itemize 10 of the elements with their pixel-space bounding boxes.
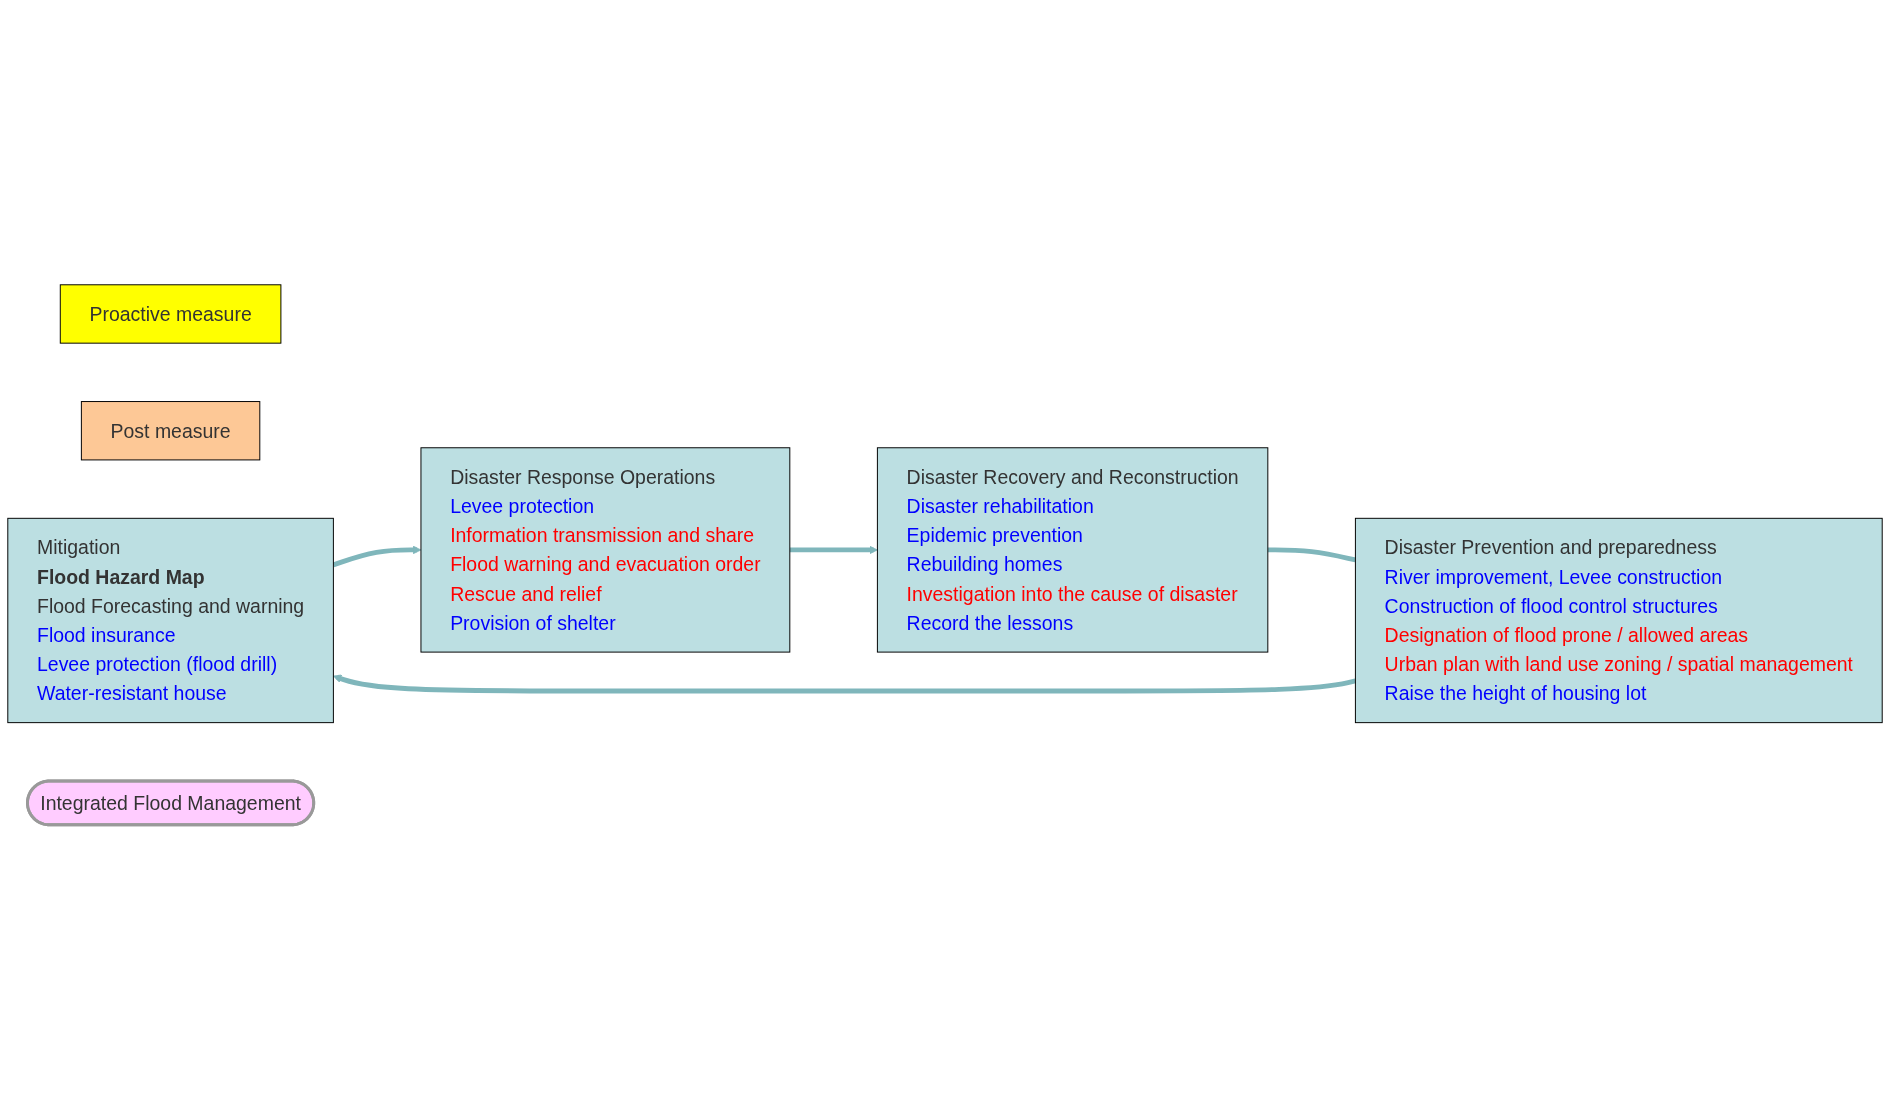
connector [1267, 547, 1356, 563]
node-box: Disaster Response Operations Levee protection Information transmission and share Flood warning and evacuation order Rescue and relief Provision of shelter [420, 447, 791, 653]
node-box: Disaster Recovery and Reconstruction Disaster rehabilitation Epidemic prevention Rebuilding homes Investigation into the cause of disaster Record the lessons [876, 447, 1269, 653]
arrow [332, 545, 422, 567]
node-box: Proactive measure [59, 284, 282, 344]
node-box: Post measure [80, 400, 261, 461]
node-box: Disaster Prevention and preparedness River improvement, Levee construction Construction of flood control structures Designation of flood prone / allowed areas Urban plan with land use zoning / spatial management Raise the height of housing lot [1354, 517, 1883, 723]
arrow [333, 674, 1356, 694]
arrow [789, 545, 878, 554]
node-box: Mitigation Flood Hazard Map Flood Forecasting and warning Flood insurance Levee protection (flood drill) Water-resistant house [7, 517, 334, 723]
